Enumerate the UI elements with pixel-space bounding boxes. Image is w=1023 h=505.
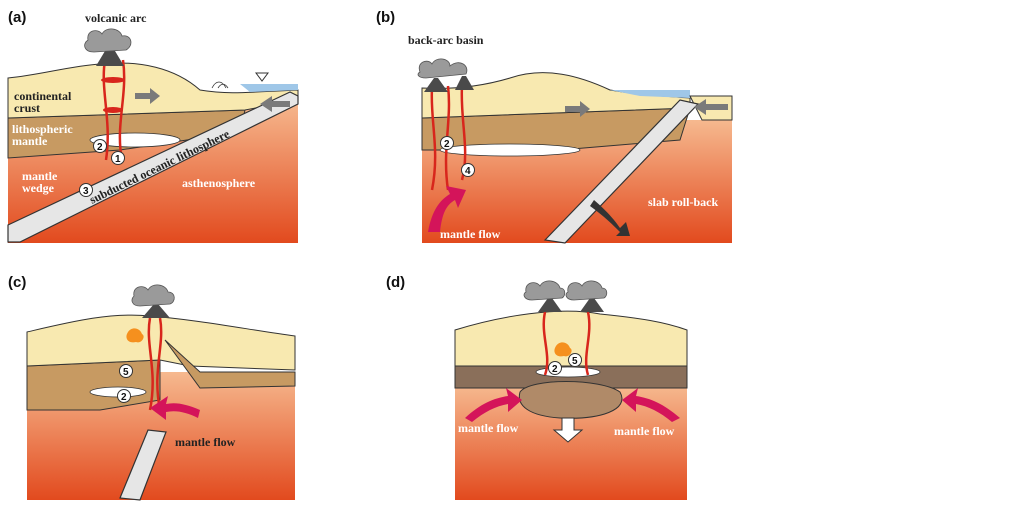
marker-circle <box>568 353 582 367</box>
plate-motion-arrow <box>694 99 728 115</box>
marker-number: 5 <box>572 356 578 367</box>
magma-conduit <box>156 317 163 411</box>
lithospheric-mantle-layer <box>26 359 161 411</box>
continental-label-2: crust <box>14 101 40 115</box>
marker-number: 2 <box>552 364 558 375</box>
plate-motion-arrow <box>135 88 160 104</box>
marker-number: 1 <box>115 154 121 165</box>
volcanic-cloud-icon <box>417 58 468 79</box>
melt-lens <box>439 143 581 157</box>
volcanic-cloud-icon <box>131 284 175 307</box>
sea-level-icon <box>255 72 269 82</box>
magma-conduit <box>147 317 154 411</box>
subducting-slab <box>119 429 167 501</box>
melt-lens <box>89 132 181 148</box>
marker-circle <box>79 183 93 197</box>
panel-a: (a) volcanic arc subducted oceanic litho… <box>7 9 299 243</box>
magma-chamber <box>554 342 572 357</box>
mantle-flow-left-label: mantle flow <box>458 421 519 435</box>
magma-pocket <box>103 107 123 113</box>
continental-crust-layer <box>454 310 688 367</box>
marker-number: 5 <box>123 367 129 378</box>
sinking-arrow-icon <box>552 417 584 443</box>
slab-rollback-arrow <box>590 200 630 236</box>
magma-conduit <box>102 59 109 161</box>
plate-motion-arrow <box>260 96 290 112</box>
magma-chamber <box>126 328 144 343</box>
back-arc-basin-label: back-arc basin <box>408 33 484 47</box>
mantle-flow-arrow <box>428 186 466 232</box>
asthenosphere-label: asthenosphere <box>182 176 256 190</box>
mantle-wedge-label-1: mantle <box>22 169 58 183</box>
plate-motion-arrow <box>565 101 590 117</box>
volcanic-cloud-icon <box>565 280 608 301</box>
subducting-slab <box>543 99 700 244</box>
panel-c-label: (c) <box>8 274 26 291</box>
lithospheric-label-2: mantle <box>12 134 48 148</box>
marker-circle <box>117 389 131 403</box>
mantle-flow-right-label: mantle flow <box>614 424 675 438</box>
marker-circle <box>548 361 562 375</box>
marker-circle <box>111 151 125 165</box>
lithospheric-label-1: lithospheric <box>12 122 73 136</box>
delaminated-lithosphere <box>518 381 623 419</box>
marker-circle <box>93 139 107 153</box>
subducting-slab <box>7 91 299 243</box>
fold-marks <box>211 81 229 89</box>
magma-pocket <box>101 77 125 83</box>
panel-c: (c) mantle flow 5 2 <box>8 274 296 501</box>
panel-d-label: (d) <box>386 274 405 291</box>
mantle-flow-arrow <box>622 388 680 422</box>
volcano-icon <box>96 46 124 66</box>
volcano-icon <box>538 298 562 312</box>
magma-conduit <box>444 85 451 191</box>
magma-conduit <box>430 87 437 191</box>
volcano-icon <box>424 78 448 92</box>
volcano-icon <box>455 76 474 90</box>
ocean <box>610 90 690 98</box>
panel-b: (b) back-arc basin slab roll-back mantle… <box>376 9 733 244</box>
marker-number: 4 <box>465 166 471 177</box>
continental-label-1: continental <box>14 89 72 103</box>
volcano-icon <box>142 304 170 318</box>
mantle-flow-arrow <box>150 396 200 420</box>
magma-conduit <box>584 311 591 376</box>
marker-number: 2 <box>121 392 127 403</box>
mantle-flow-label: mantle flow <box>175 435 236 449</box>
panel-d: (d) mantle flow mantle flow 2 5 <box>386 274 688 500</box>
marker-number: 2 <box>97 142 103 153</box>
volcanic-cloud-icon <box>523 280 566 301</box>
panel-b-label: (b) <box>376 9 395 26</box>
slab-roll-back-label: slab roll-back <box>648 195 718 209</box>
marker-number: 3 <box>83 186 89 197</box>
ocean <box>240 84 298 92</box>
marker-circle <box>440 136 454 150</box>
volcanic-cloud-icon <box>84 28 132 53</box>
magma-conduit <box>542 311 549 376</box>
mantle-wedge-label-2: wedge <box>22 181 55 195</box>
panel-a-label: (a) <box>8 9 26 26</box>
marker-circle <box>119 364 133 378</box>
volcano-icon <box>580 298 604 312</box>
lithospheric-mantle-layer <box>164 339 296 389</box>
mantle-flow-arrow <box>465 388 522 422</box>
mantle-flow-label: mantle flow <box>440 227 501 241</box>
marker-circle <box>461 163 475 177</box>
volcanic-arc-label: volcanic arc <box>85 11 147 25</box>
marker-number: 2 <box>444 139 450 150</box>
